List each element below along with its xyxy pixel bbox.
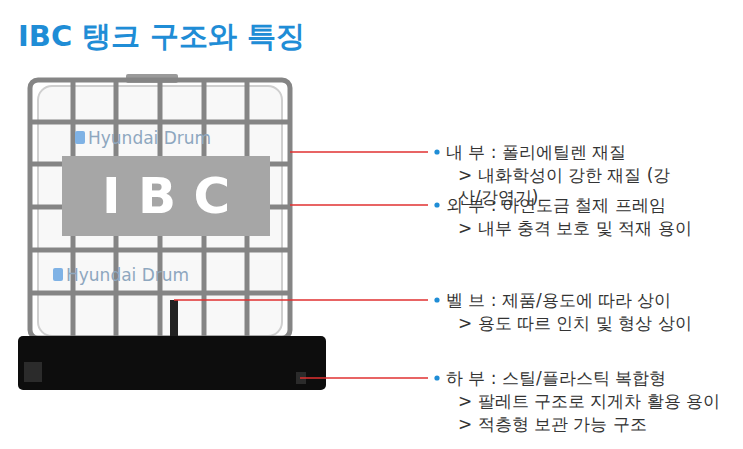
bullet-dot	[434, 202, 439, 207]
pallet-slot	[24, 362, 42, 382]
bullet-dot	[434, 149, 439, 154]
callout-heading: 외 부 : 아연도금 철제 프레임	[446, 194, 666, 216]
bullet-dot	[434, 375, 439, 380]
leader-line	[290, 204, 428, 206]
callout-note: > 적층형 보관 가능 구조	[458, 413, 647, 435]
bullet-dot	[434, 297, 439, 302]
callout-heading: 벨 브 : 제품/용도에 따라 상이	[446, 289, 671, 311]
callout-note: > 팔레트 구조로 지게차 활용 용이	[458, 390, 720, 412]
callout-heading: 내 부 : 폴리에틸렌 재질	[446, 141, 626, 163]
bullets	[434, 149, 439, 380]
leader-line	[300, 377, 428, 379]
drum-icon	[75, 131, 85, 144]
diagram-title: IBC 탱크 구조와 특징	[18, 18, 305, 54]
pallet-base	[18, 336, 326, 390]
leader-line	[290, 151, 428, 153]
leader-line	[174, 299, 428, 301]
watermark: Hyundai Drum	[88, 128, 211, 148]
callout-heading: 하 부 : 스틸/플라스틱 복합형	[446, 367, 666, 389]
callout-note: > 내부 충격 보호 및 적재 용이	[458, 217, 692, 239]
pallet	[18, 336, 326, 390]
callout-note: > 용도 따르 인치 및 형상 상이	[458, 312, 692, 334]
watermark: Hyundai Drum	[66, 265, 189, 285]
drum-icon	[53, 268, 63, 281]
valve-stem	[170, 300, 178, 342]
plate-text: I B C	[102, 166, 230, 226]
label-plate: I B C	[62, 156, 270, 236]
